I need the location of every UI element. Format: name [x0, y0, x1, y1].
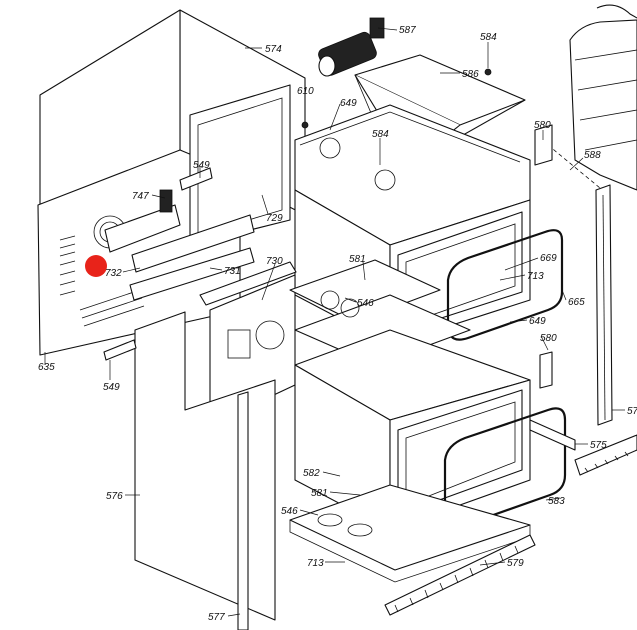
- callout-579: 579: [507, 558, 524, 569]
- callout-581-bottom: 581: [311, 488, 328, 499]
- callout-labels: 574 587 584 586 610 649 584 580 588 549 …: [38, 25, 637, 623]
- vent-grille-579: [384, 534, 536, 616]
- callout-582: 582: [303, 468, 320, 479]
- callout-577: 577: [208, 612, 225, 623]
- callout-729: 729: [266, 213, 283, 224]
- callout-747: 747: [132, 191, 149, 202]
- callout-730: 730: [266, 256, 283, 267]
- callout-546-bottom: 546: [281, 506, 298, 517]
- bottom-tray-713: [289, 484, 531, 583]
- callout-581-top: 581: [349, 254, 366, 265]
- callout-731: 731: [224, 266, 241, 277]
- callout-586: 586: [462, 69, 479, 80]
- callout-583: 583: [548, 496, 565, 507]
- callout-587: 587: [399, 25, 416, 36]
- callout-713-bottom: 713: [307, 558, 324, 569]
- callout-588: 588: [584, 150, 601, 161]
- callout-574: 574: [265, 44, 282, 55]
- callout-580-mid: 580: [540, 333, 557, 344]
- callout-575: 575: [590, 440, 607, 451]
- front-frame-576: [134, 311, 276, 630]
- callout-546-top: 546: [357, 298, 374, 309]
- callout-549-top: 549: [193, 160, 210, 171]
- side-rail-588: [547, 144, 613, 426]
- callout-649-top: 649: [340, 98, 357, 109]
- callout-549-bottom: 549: [103, 382, 120, 393]
- bracket-580: [534, 124, 553, 389]
- callout-669: 669: [540, 253, 557, 264]
- fan-motor-587: [318, 17, 385, 77]
- leader-lines: [44, 27, 625, 617]
- callout-732: 732: [105, 268, 122, 279]
- external-housing: [569, 4, 637, 191]
- callout-713-top: 713: [527, 271, 544, 282]
- red-marker: [85, 255, 107, 277]
- callout-635: 635: [38, 362, 55, 373]
- callout-649-mid: 649: [529, 316, 546, 327]
- side-strip-575: [529, 419, 637, 476]
- callout-57: 57: [627, 406, 637, 417]
- callout-576: 576: [106, 491, 123, 502]
- callout-580-top: 580: [534, 120, 551, 131]
- callout-665: 665: [568, 297, 585, 308]
- callout-610: 610: [297, 86, 314, 97]
- heating-element-747: [104, 189, 255, 301]
- lower-oven-cavity: [294, 329, 531, 531]
- upper-door-gasket: [446, 229, 564, 341]
- callout-584-top: 584: [480, 32, 497, 43]
- callout-584-mid: 584: [372, 129, 389, 140]
